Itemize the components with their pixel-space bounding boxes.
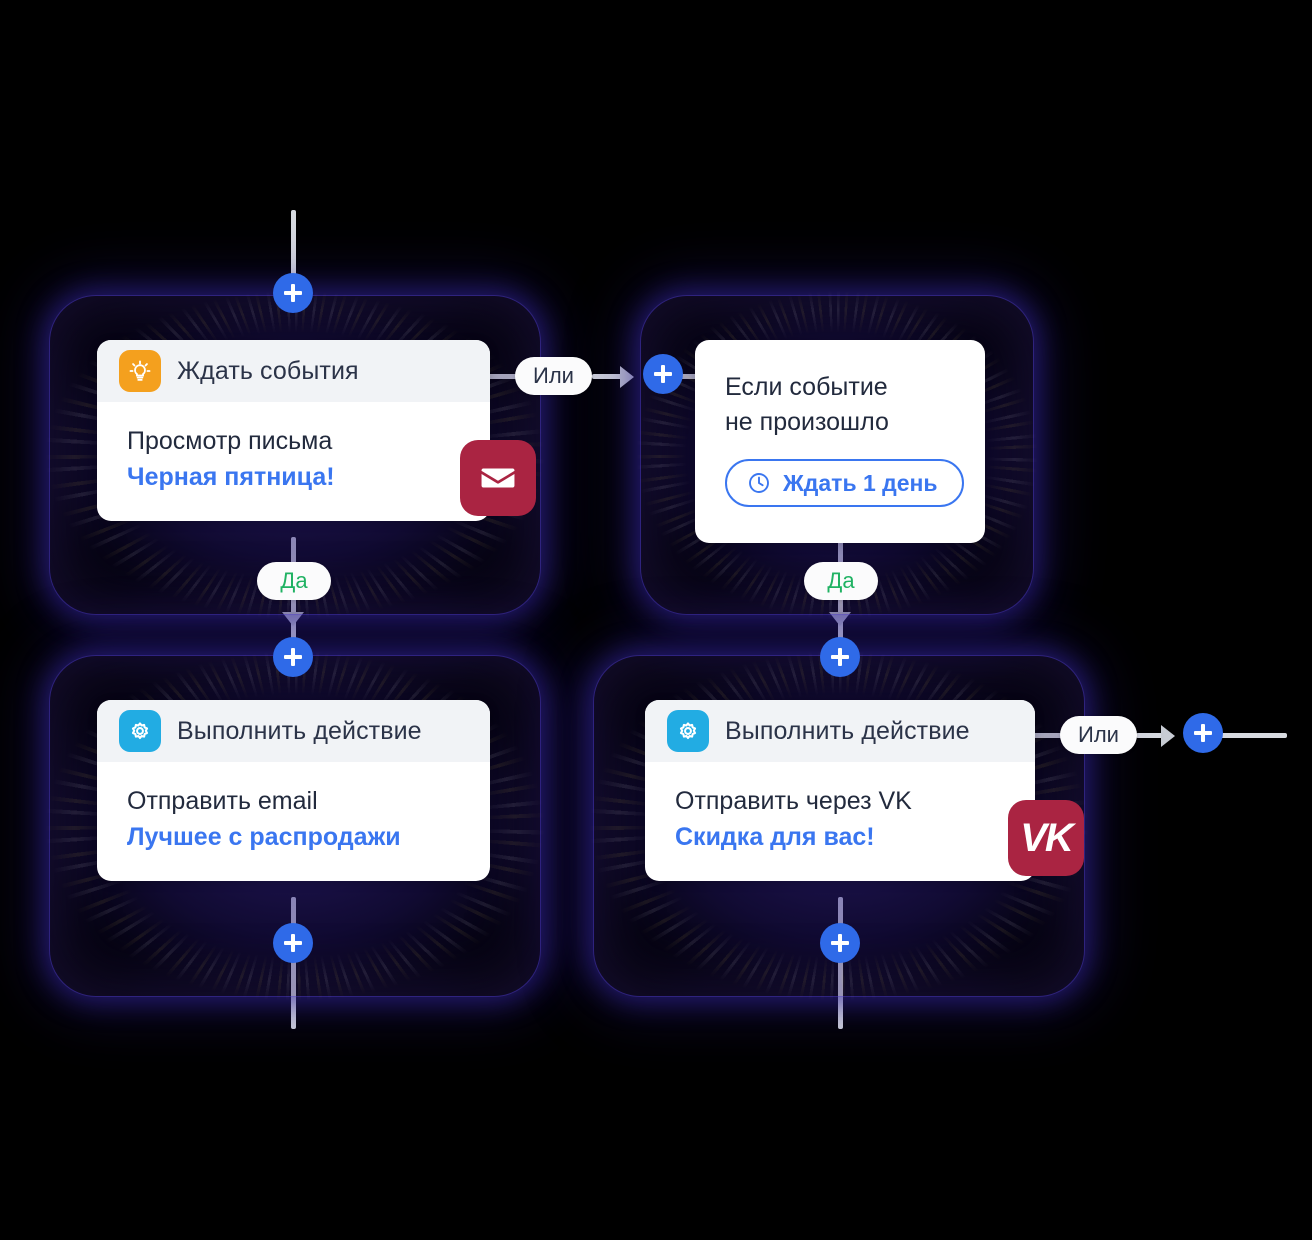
node-card-wait-event[interactable]: Ждать события Просмотр письма Черная пят… (97, 340, 536, 521)
connector-label-yes-node1[interactable]: Да (257, 562, 331, 600)
node-card-if-not-happened[interactable]: Если событие не произошло Ждать 1 день (695, 340, 985, 543)
node-title-wait-event: Ждать события (177, 356, 359, 385)
node-header-action-email: Выполнить действие (97, 700, 490, 762)
connector-label-or-text: Или (1078, 722, 1119, 747)
node-body-line1-action-email: Отправить email (127, 787, 318, 815)
add-node-button-node2-entry[interactable] (643, 354, 683, 394)
vk-icon: VK (1008, 800, 1084, 876)
node-title-action-email: Выполнить действие (177, 716, 422, 745)
arrow-right-node4-terminal (1161, 725, 1175, 747)
arrow-down-node1-node3 (282, 612, 304, 626)
node-card-action-email[interactable]: Выполнить действие Отправить email Лучше… (97, 700, 490, 881)
node-body-line2-action-email[interactable]: Лучшее с распродажи (127, 822, 401, 851)
node-body-line1-wait-event: Просмотр письма (127, 427, 333, 455)
node-card-action-vk[interactable]: Выполнить действие Отправить через VK Ск… (645, 700, 1084, 881)
connector-label-yes-node2[interactable]: Да (804, 562, 878, 600)
add-node-button-right-terminal[interactable] (1183, 713, 1223, 753)
wait-duration-label: Ждать 1 день (783, 469, 938, 496)
arrow-right-node1-node2 (620, 366, 634, 388)
connector-label-yes-text: Да (280, 568, 308, 593)
lightbulb-icon (119, 350, 161, 392)
add-node-button-node4-bottom[interactable] (820, 923, 860, 963)
arrow-down-node2-node4 (829, 612, 851, 626)
gear-icon (667, 710, 709, 752)
node-body-wait-event: Просмотр письма Черная пятница! (97, 402, 490, 521)
node-body-action-email: Отправить email Лучшее с распродажи (97, 762, 490, 881)
connector-label-yes-text: Да (827, 568, 855, 593)
node-body-line1-if-not-happened: Если событие (725, 373, 888, 401)
connector-label-or-node1[interactable]: Или (515, 357, 592, 395)
add-node-button-node1-node3[interactable] (273, 637, 313, 677)
wait-duration-button[interactable]: Ждать 1 день (725, 459, 964, 507)
vk-glyph-label: VK (1020, 816, 1074, 860)
connector-line-node1-to-node2-right (592, 374, 630, 379)
node-body-line2-wait-event[interactable]: Черная пятница! (127, 462, 335, 491)
clock-icon (747, 471, 771, 495)
add-node-button-top[interactable] (273, 273, 313, 313)
node-body-line2-if-not-happened: не произошло (725, 407, 889, 436)
connector-label-or-text: Или (533, 363, 574, 388)
node-body-if-not-happened: Если событие не произошло Ждать 1 день (695, 340, 985, 535)
envelope-icon (460, 440, 536, 516)
connector-line-node4-right-mid (1136, 733, 1168, 738)
node-header-wait-event: Ждать события (97, 340, 490, 402)
node-body-line1-action-vk: Отправить через VK (675, 787, 912, 815)
node-body-line2-action-vk[interactable]: Скидка для вас! (675, 822, 875, 851)
connector-line-terminal-tail (1219, 733, 1287, 738)
node-header-action-vk: Выполнить действие (645, 700, 1035, 762)
node-body-action-vk: Отправить через VK Скидка для вас! (645, 762, 1035, 881)
connector-line-entry-top (291, 210, 296, 310)
node-title-action-vk: Выполнить действие (725, 716, 970, 745)
add-node-button-node3-bottom[interactable] (273, 923, 313, 963)
add-node-button-node2-node4[interactable] (820, 637, 860, 677)
gear-icon (119, 710, 161, 752)
connector-label-or-node4[interactable]: Или (1060, 716, 1137, 754)
